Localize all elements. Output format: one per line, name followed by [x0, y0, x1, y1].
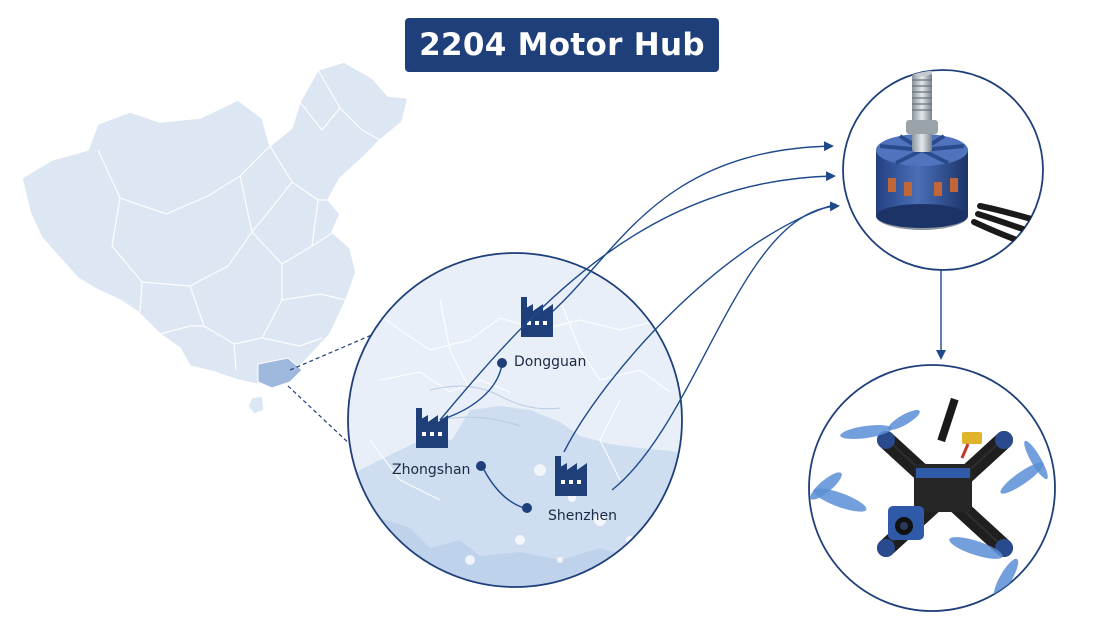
- fpv-drone-icon: [810, 397, 1048, 598]
- motor-circle: [842, 69, 1044, 271]
- title-banner: 2204 Motor Hub: [405, 18, 719, 72]
- page-title: 2204 Motor Hub: [419, 27, 705, 63]
- brushless-motor-icon: [876, 70, 1043, 255]
- local-supply-lines: [439, 363, 525, 509]
- supply-arrows: [439, 141, 840, 491]
- shenzhen-dot: [522, 503, 532, 513]
- dongguan-dot: [497, 358, 507, 368]
- city-label-zhongshan: Zhongshan: [392, 462, 471, 478]
- arrow-zhongshan-to-motor: [439, 171, 836, 421]
- factory-icon: [416, 408, 448, 448]
- factory-icon: [521, 297, 553, 337]
- zoom-line-top: [289, 333, 375, 371]
- arrow-dongguan-to-motor: [551, 141, 834, 313]
- zoom-line-bottom: [287, 385, 355, 449]
- china-map: [21, 61, 409, 415]
- drone-circle: [808, 364, 1056, 612]
- link-dongguan-zhongshan: [439, 363, 503, 421]
- link-zhongshan-shenzhen: [481, 465, 525, 509]
- city-label-shenzhen: Shenzhen: [548, 508, 617, 524]
- zoom-map-circle: [347, 252, 683, 588]
- factory-icon: [555, 456, 587, 496]
- zhongshan-dot: [476, 461, 486, 471]
- city-label-dongguan: Dongguan: [514, 354, 587, 370]
- arrow-shenzhen-secondary: [563, 203, 837, 453]
